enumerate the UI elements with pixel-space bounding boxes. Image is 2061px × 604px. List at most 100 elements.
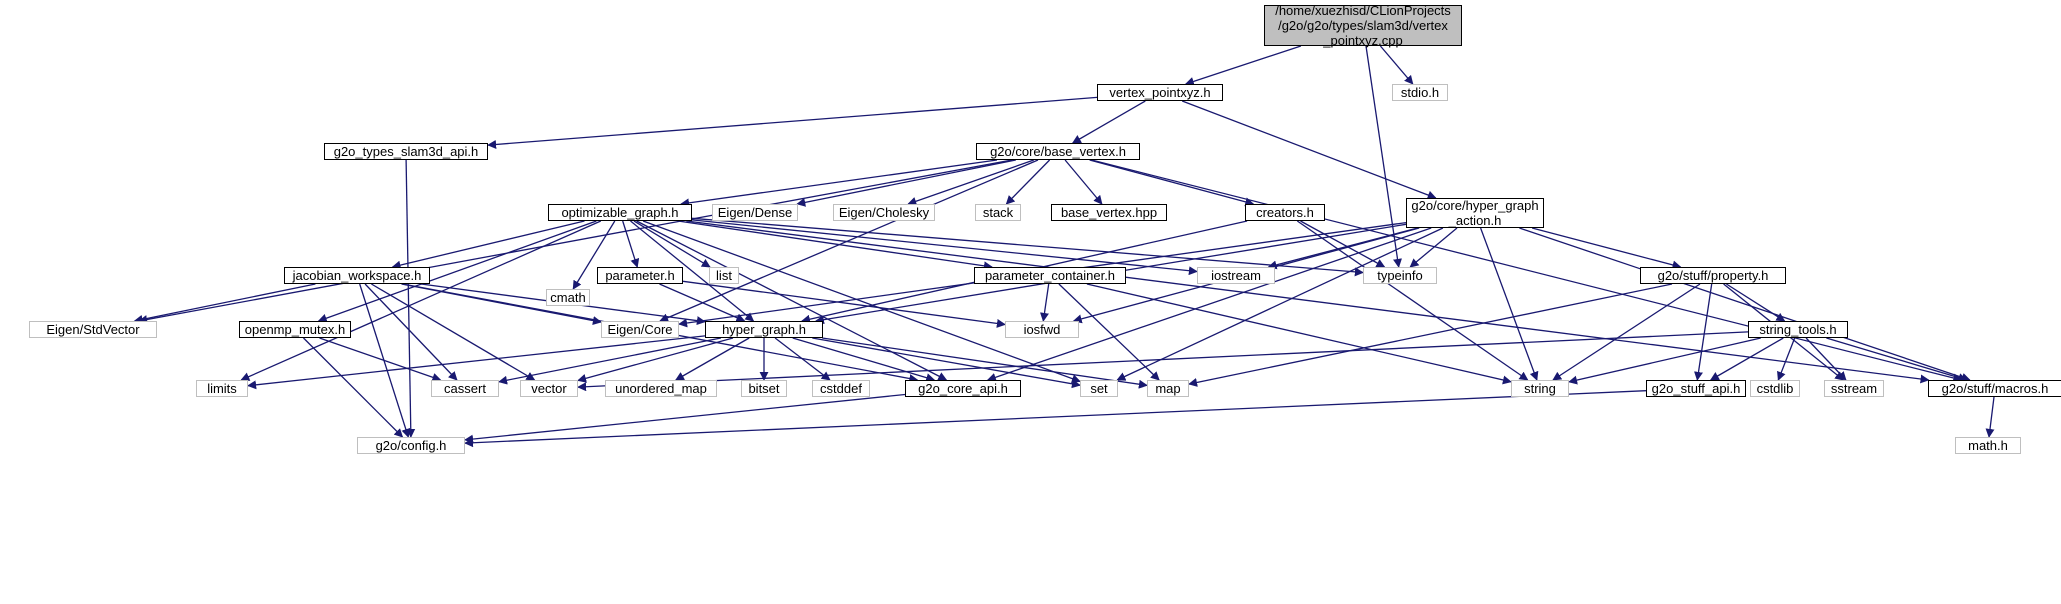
edge-optimizable-to-param-container [677, 220, 993, 271]
edge-hyper-graph-to-unordered-map [675, 337, 750, 381]
node-sstream: sstream [1824, 380, 1884, 397]
edge-base-vertex-to-creators [1089, 159, 1255, 207]
edge-root-to-stdio [1379, 45, 1414, 85]
edge-property-to-map [1188, 283, 1673, 387]
edge-hga-to-typeinfo [1409, 227, 1458, 268]
edge-vertex-pointxyz-to-hga [1181, 100, 1437, 200]
edge-optimizable-to-limits [240, 220, 602, 381]
edge-optimizable-to-openmp [317, 220, 597, 323]
edge-hyper-graph-to-set [812, 337, 1081, 389]
edge-macros-to-math [1985, 396, 1995, 438]
node-eigen-stdvector: Eigen/StdVector [29, 321, 157, 338]
edge-param-container-to-string [1086, 283, 1512, 385]
edge-hyper-graph-to-cassert [498, 337, 722, 385]
edge-base-vertex-to-eigen-dense [796, 159, 1016, 207]
node-param-container[interactable]: parameter_container.h [974, 267, 1126, 284]
node-optimizable[interactable]: optimizable_graph.h [548, 204, 692, 221]
node-property[interactable]: g2o/stuff/property.h [1640, 267, 1786, 284]
edge-optimizable-to-hyper-graph [630, 220, 755, 322]
edge-hyper-graph-to-core-api [792, 337, 936, 383]
node-stdio: stdio.h [1392, 84, 1448, 101]
node-openmp[interactable]: openmp_mutex.h [239, 321, 351, 338]
node-cassert: cassert [431, 380, 499, 397]
node-typeinfo: typeinfo [1363, 267, 1437, 284]
edge-string-tools-to-cstdlib [1777, 337, 1796, 381]
edge-hga-to-macros [1519, 227, 1971, 382]
edge-hga-to-core-api [986, 227, 1432, 382]
edge-string-tools-to-macros [1826, 337, 1968, 382]
node-root: /home/xuezhisd/CLionProjects /g2o/g2o/ty… [1264, 3, 1462, 48]
node-string: string [1511, 380, 1569, 397]
edge-base-vertex-to-base-vertex-hpp [1064, 159, 1103, 205]
edge-optimizable-to-iostream [691, 219, 1198, 276]
node-unordered-map: unordered_map [605, 380, 717, 397]
edge-base-vertex-to-optimizable [680, 159, 998, 208]
edge-hyper-graph-to-cstddef [774, 337, 831, 381]
node-hga[interactable]: g2o/core/hyper_graph _action.h [1406, 198, 1544, 228]
edge-parameter-to-hyper-graph [659, 283, 746, 322]
edge-openmp-to-cassert [319, 337, 442, 382]
edge-stuff-api-to-config [464, 390, 1647, 448]
edge-core-api-to-config [464, 393, 906, 444]
edge-optimizable-to-typeinfo [691, 217, 1364, 277]
node-creators[interactable]: creators.h [1245, 204, 1325, 221]
node-iosfwd: iosfwd [1005, 321, 1079, 338]
edge-string-tools-to-sstream [1805, 337, 1847, 381]
edge-param-container-to-iosfwd [1040, 283, 1050, 322]
edge-string-tools-to-stuff-api [1709, 337, 1784, 381]
node-map: map [1147, 380, 1189, 397]
node-string-tools[interactable]: string_tools.h [1748, 321, 1848, 338]
edge-optimizable-to-cmath [572, 220, 616, 290]
node-stack: stack [975, 204, 1021, 221]
node-config: g2o/config.h [357, 437, 465, 454]
edge-property-to-stuff-api [1694, 283, 1713, 381]
edge-optimizable-to-parameter [622, 220, 640, 268]
edge-optimizable-to-macros [686, 220, 1930, 384]
edge-jacobian-to-eigen-stdvector [133, 283, 316, 324]
node-base-vertex[interactable]: g2o/core/base_vertex.h [976, 143, 1140, 160]
node-slam3d-api[interactable]: g2o_types_slam3d_api.h [324, 143, 488, 160]
edge-string-tools-to-vector [577, 331, 1749, 392]
edge-hyper-graph-to-map [822, 337, 1148, 389]
node-macros[interactable]: g2o/stuff/macros.h [1928, 380, 2061, 397]
edge-vertex-pointxyz-to-slam3d-api [487, 96, 1098, 149]
node-hyper-graph[interactable]: hyper_graph.h [705, 321, 823, 338]
node-cmath: cmath [546, 289, 590, 306]
node-parameter[interactable]: parameter.h [597, 267, 683, 284]
edge-hyper-graph-to-limits [247, 335, 706, 390]
edge-parameter-to-iosfwd [682, 280, 1006, 328]
edge-hga-to-property [1531, 227, 1682, 270]
node-cstddef: cstddef [812, 380, 870, 397]
edge-base-vertex-to-eigen-core [659, 159, 1039, 322]
node-eigen-chol: Eigen/Cholesky [833, 204, 935, 221]
node-base-vertex-hpp[interactable]: base_vertex.hpp [1051, 204, 1167, 221]
node-list: list [709, 267, 739, 284]
edge-optimizable-to-jacobian [391, 220, 585, 270]
edge-creators-to-typeinfo [1300, 220, 1386, 268]
node-bitset: bitset [741, 380, 787, 397]
edge-base-vertex-to-stack [1005, 159, 1051, 205]
edge-property-to-string [1552, 283, 1701, 381]
node-core-api[interactable]: g2o_core_api.h [905, 380, 1021, 397]
edge-vertex-pointxyz-to-base-vertex [1071, 100, 1146, 144]
node-iostream: iostream [1197, 267, 1275, 284]
edge-base-vertex-to-macros [1091, 159, 1963, 383]
node-jacobian[interactable]: jacobian_workspace.h [284, 267, 430, 284]
node-eigen-core: Eigen/Core [601, 321, 679, 338]
edge-base-vertex-to-eigen-stdvector [138, 159, 1013, 324]
node-math: math.h [1955, 437, 2021, 454]
edge-base-vertex-to-eigen-chol [907, 159, 1035, 206]
node-stuff-api[interactable]: g2o_stuff_api.h [1646, 380, 1746, 397]
edge-slam3d-api-to-config [405, 159, 416, 438]
edge-optimizable-to-core-api [636, 220, 948, 381]
node-set: set [1080, 380, 1118, 397]
node-limits: limits [196, 380, 248, 397]
edge-jacobian-to-vector [371, 283, 536, 381]
edge-property-to-string-tools [1726, 283, 1786, 322]
edge-creators-to-string [1296, 220, 1529, 381]
node-eigen-dense: Eigen/Dense [712, 204, 798, 221]
edge-hga-to-string [1479, 227, 1539, 381]
node-vertex-pointxyz[interactable]: vertex_pointxyz.h [1097, 84, 1223, 101]
